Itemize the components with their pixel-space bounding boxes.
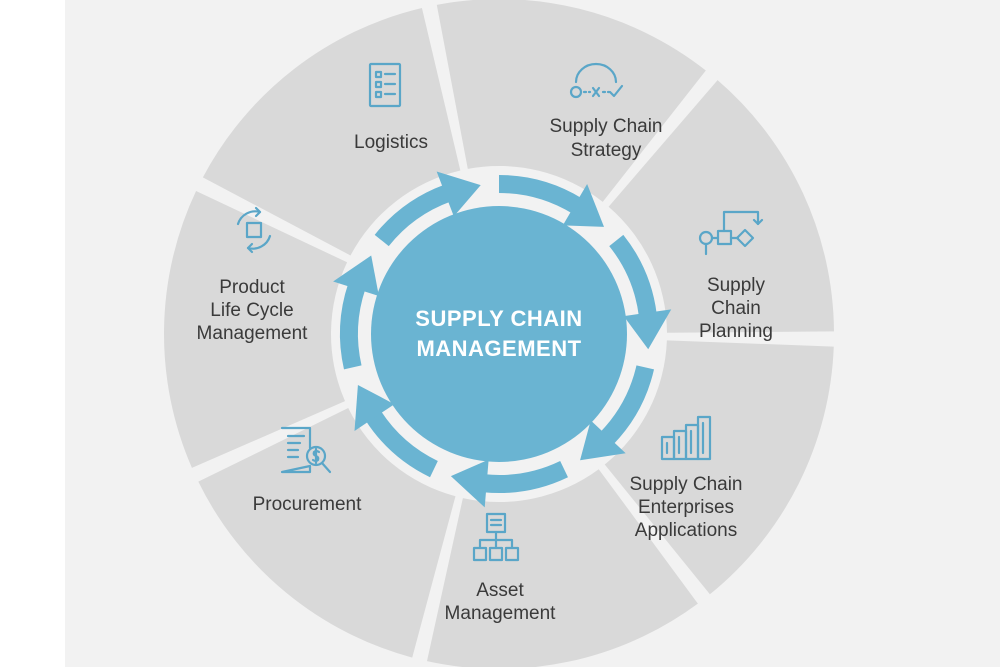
segment-asset-management-label-2: Management (445, 603, 557, 624)
cycle-arrow-head (333, 255, 379, 296)
segment-enterprises-label-2: Enterprises (638, 497, 734, 518)
segment-supply-chain-strategy: Supply Chain Strategy (549, 62, 663, 161)
hierarchy-icon (472, 512, 520, 562)
segment-enterprises-label-3: Applications (635, 520, 737, 541)
flowchart-icon (698, 210, 764, 256)
segment-logistics: Logistics (354, 62, 428, 153)
center-title-line2: MANAGEMENT (416, 336, 581, 361)
wheel-segment-shape (436, 0, 706, 202)
buildings-icon (660, 415, 712, 461)
segment-supply-chain-planning-label-1: Supply (707, 275, 766, 296)
cycle-arrow-head (623, 309, 672, 350)
wheel-segment-shape (164, 190, 348, 468)
wheel-segment-shape (198, 408, 456, 658)
segment-procurement-label-1: Procurement (253, 494, 362, 515)
cycle-icon (236, 206, 272, 254)
cycle-arrow-arc (599, 365, 655, 446)
checklist-icon (368, 62, 402, 108)
segment-asset-management-label-1: Asset (476, 580, 524, 601)
segment-plm-label-3: Management (197, 323, 309, 344)
wheel-segment-shape (202, 7, 461, 256)
segment-logistics-label-1: Logistics (354, 132, 428, 153)
cycle-arrow-arc (498, 175, 582, 214)
segment-supply-chain-planning: Supply Chain Planning (698, 210, 773, 342)
segment-product-life-cycle-management: Product Life Cycle Management (197, 206, 309, 344)
segment-plm-label-2: Life Cycle (210, 300, 293, 321)
segment-procurement: Procurement (253, 426, 362, 515)
segment-supply-chain-planning-label-3: Planning (699, 321, 773, 342)
cycle-arrow-head (450, 459, 489, 508)
cycle-arrow-head (580, 420, 626, 461)
cycle-arrow-arc (365, 410, 438, 478)
wheel-segment-shape (604, 340, 834, 595)
strategy-path-icon (569, 62, 624, 99)
cycle-arrow-arc (483, 460, 568, 493)
invoice-search-icon (280, 426, 332, 474)
wheel-segment-shape (608, 80, 834, 333)
wheel-segment-shape (426, 469, 698, 667)
cycle-arrow-arc (340, 283, 366, 370)
cycle-arrow-head (436, 171, 481, 217)
segment-supply-chain-planning-label-2: Chain (711, 298, 761, 319)
segment-supply-chain-strategy-label-2: Strategy (571, 140, 642, 161)
center-circle (371, 206, 627, 462)
segment-plm-label-1: Product (219, 277, 285, 298)
center-title-line1: SUPPLY CHAIN (415, 306, 582, 331)
cycle-arrow-head (562, 183, 605, 227)
cycle-arrow-head (354, 384, 395, 431)
segment-supply-chain-strategy-label-1: Supply Chain (549, 116, 662, 137)
segment-enterprises-label-1: Supply Chain (629, 474, 742, 495)
segment-supply-chain-enterprises-applications: Supply Chain Enterprises Applications (629, 415, 743, 541)
segment-asset-management: Asset Management (445, 512, 557, 624)
cycle-arrow-arc (609, 234, 657, 317)
cycle-arrow-arc (374, 184, 451, 247)
